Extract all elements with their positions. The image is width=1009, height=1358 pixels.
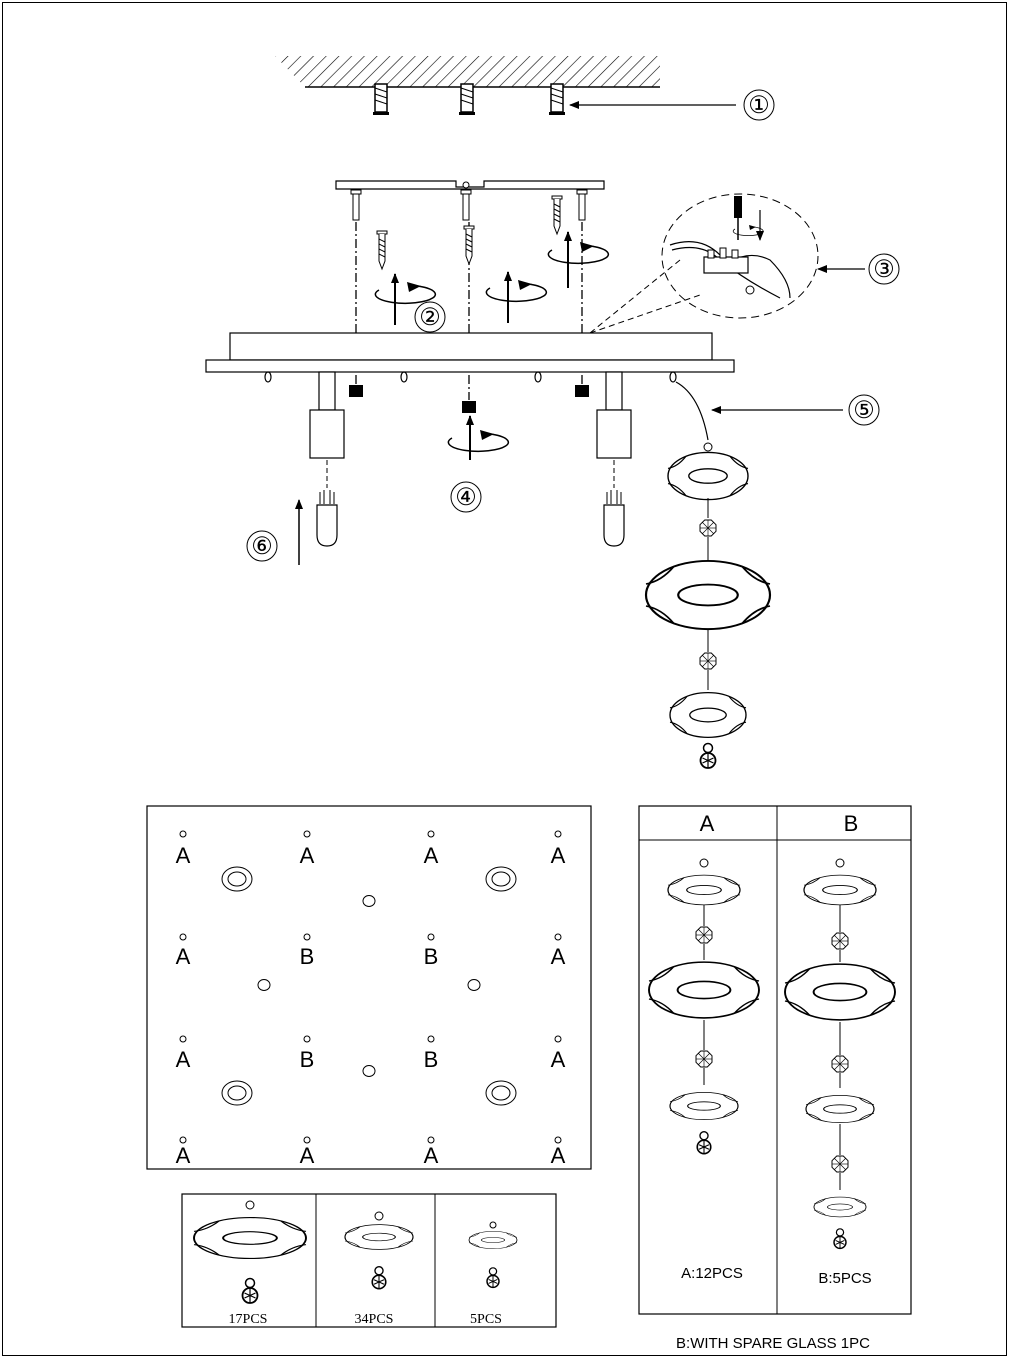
step-2-label: ② <box>419 305 441 331</box>
layout-grid-panel: A A A A A B B A A B B A A A A A <box>146 805 592 1170</box>
rotation-arrows <box>374 231 610 325</box>
bracket-screws <box>350 189 588 221</box>
strand-header-b: B <box>844 811 859 836</box>
part-medium-glass <box>344 1211 414 1290</box>
part-count-large: 17PCS <box>229 1312 268 1327</box>
grid-cell-r1c4: A <box>551 843 566 868</box>
grid-cell-r4c3: A <box>424 1143 439 1168</box>
grid-cell-r1c2: A <box>300 843 315 868</box>
lamp-holders <box>309 371 632 459</box>
grid-cell-r2c2: B <box>300 944 315 969</box>
grid-cell-r1c3: A <box>424 843 439 868</box>
part-count-small: 5PCS <box>470 1312 502 1327</box>
step-5-label: ⑤ <box>853 398 875 424</box>
parts-table: 17PCS 34PCS 5PCS <box>181 1193 557 1328</box>
hooks <box>264 371 677 383</box>
step-3-label: ③ <box>873 257 895 283</box>
grid-cell-r4c4: A <box>551 1143 566 1168</box>
spare-glass-note: B:WITH SPARE GLASS 1PC <box>676 1335 870 1352</box>
grid-cell-r2c4: A <box>551 944 566 969</box>
grid-cell-r2c1: A <box>176 944 191 969</box>
grid-cell-r4c2: A <box>300 1143 315 1168</box>
grid-fixtures <box>221 866 517 1106</box>
grid-cell-r3c1: A <box>176 1047 191 1072</box>
strand-header-a: A <box>700 811 715 836</box>
step-1-label: ① <box>748 93 770 119</box>
strand-count-a: A:12PCS <box>681 1265 743 1282</box>
part-count-medium: 34PCS <box>355 1312 394 1327</box>
step-6-label: ⑥ <box>251 534 273 560</box>
part-large-glass <box>193 1200 307 1304</box>
canopy <box>205 332 735 373</box>
grid-cell-r3c3: B <box>424 1047 439 1072</box>
grid-cell-r2c3: B <box>424 944 439 969</box>
mounting-bracket <box>335 180 605 190</box>
grid-cell-r3c2: B <box>300 1047 315 1072</box>
bulbs <box>316 460 625 547</box>
wall-anchors <box>373 83 565 115</box>
strand-count-b: B:5PCS <box>818 1270 871 1287</box>
grid-cell-r1c1: A <box>176 843 191 868</box>
ceiling <box>275 56 660 88</box>
grid-cell-r3c4: A <box>551 1047 566 1072</box>
strand-b <box>784 858 896 1250</box>
grid-cell-r4c1: A <box>176 1143 191 1168</box>
cap-nuts <box>349 385 589 413</box>
strand-table: A B <box>638 805 912 1315</box>
grid-markers <box>179 830 562 1144</box>
part-small-glass <box>468 1221 518 1289</box>
step-4-label: ④ <box>455 485 477 511</box>
hanging-strand <box>644 381 772 769</box>
wiring-detail <box>589 193 819 334</box>
strand-a <box>648 858 760 1155</box>
